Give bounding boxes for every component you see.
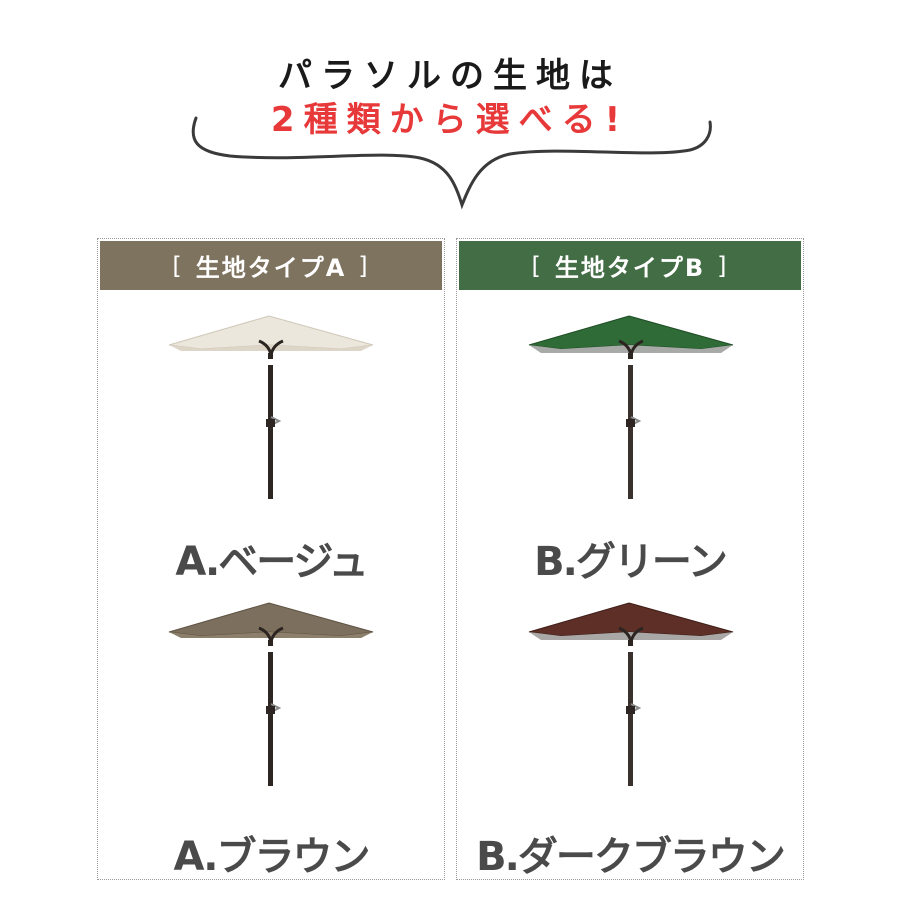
umbrella-beige-image xyxy=(161,309,381,499)
option-label-green: B.グリーン xyxy=(534,539,728,585)
fabric-type-a-title: 生地タイプA xyxy=(195,254,347,282)
option-label-brown: A.ブラウン xyxy=(173,834,371,880)
fabric-type-b-panel: [ 生地タイプB ] B.グリーン B.ダークブラウン xyxy=(456,238,804,880)
fabric-type-a-header: [ 生地タイプA ] xyxy=(100,241,442,290)
bracket-open: [ xyxy=(172,251,184,280)
bracket-open: [ xyxy=(531,251,543,280)
umbrella-green-image xyxy=(521,309,741,499)
option-label-dark-brown: B.ダークブラウン xyxy=(476,834,786,880)
option-label-beige: A.ベージュ xyxy=(175,539,368,585)
fabric-type-a-panel: [ 生地タイプA ] A.ベージュ A.ブラウン xyxy=(97,238,445,880)
bracket-close: ] xyxy=(358,251,370,280)
fabric-type-b-header: [ 生地タイプB ] xyxy=(459,241,801,290)
bracket-close: ] xyxy=(717,251,729,280)
curly-brace-divider xyxy=(191,116,712,210)
headline-line-2: 2種類から選べる! xyxy=(270,100,630,140)
umbrella-dark-brown-image xyxy=(521,596,741,786)
umbrella-brown-image xyxy=(161,596,381,786)
fabric-type-b-title: 生地タイプB xyxy=(554,254,706,282)
headline-line-1: パラソルの生地は xyxy=(278,56,622,96)
